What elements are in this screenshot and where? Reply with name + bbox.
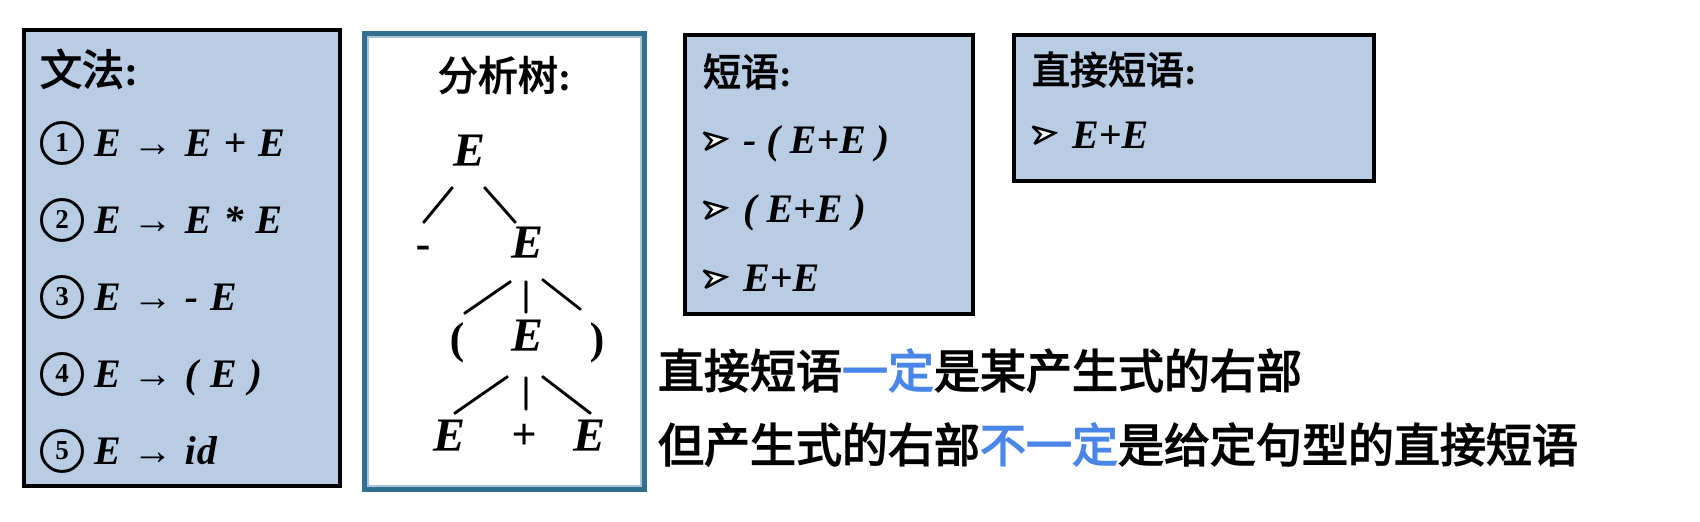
- phrase-item: ( E+E ): [702, 174, 971, 243]
- circled-number-icon: 4: [40, 351, 84, 396]
- tree-edge: [453, 375, 509, 415]
- production-row: 1 E → E + E: [40, 104, 338, 181]
- tree-node: E: [510, 309, 543, 362]
- circled-number-icon: 2: [40, 197, 84, 242]
- note-line1-pre: 直接短语: [658, 347, 842, 398]
- production-row: 3 E → - E: [40, 258, 338, 335]
- tree-edge: [463, 280, 512, 315]
- tree-node: -: [416, 219, 431, 268]
- tree-node: E: [452, 124, 485, 177]
- arrow-bullet-icon: [702, 199, 730, 220]
- production-row: 2 E → E * E: [40, 181, 338, 258]
- tree-node: (: [450, 314, 465, 363]
- direct-phrase-item: E+E: [1031, 103, 1372, 165]
- production-text: E → id: [94, 428, 218, 473]
- direct-phrase-box-title: 直接短语:: [1032, 51, 1197, 93]
- parse-tree-box: 分析树: E - E ( E ) E + E: [362, 31, 647, 492]
- tree-node: ): [590, 314, 605, 363]
- phrase-text: ( E+E ): [743, 186, 866, 231]
- tree-node: E: [510, 216, 543, 269]
- tree-node: E: [572, 409, 605, 462]
- grammar-box: 文法: 1 E → E + E 2 E → E * E 3 E → - E 4 …: [22, 28, 342, 488]
- tree-edge: [422, 186, 454, 224]
- grammar-box-title: 文法:: [40, 49, 138, 95]
- circled-number-icon: 1: [40, 120, 84, 165]
- note-line-1: 直接短语一定是某产生式的右部: [658, 336, 1578, 410]
- note-line1-post: 是某产生式的右部: [934, 347, 1302, 398]
- direct-phrase-text: E+E: [1072, 111, 1149, 157]
- arrow-bullet-icon: [1031, 125, 1059, 145]
- arrow-bullet-icon: [702, 130, 730, 151]
- circled-number-icon: 5: [40, 428, 84, 473]
- production-row: 5 E → id: [40, 412, 338, 489]
- phrase-item: E+E: [702, 243, 971, 312]
- circled-number-icon: 3: [40, 274, 84, 319]
- note-line-2: 但产生式的右部不一定是给定句型的直接短语: [658, 410, 1578, 484]
- phrase-item: - ( E+E ): [702, 105, 971, 174]
- production-text: E → - E: [94, 274, 238, 319]
- parse-tree-diagram: E - E ( E ) E + E: [416, 124, 605, 462]
- production-text: E → E + E: [94, 120, 286, 165]
- tree-edge: [541, 278, 582, 311]
- phrase-text: E+E: [743, 255, 820, 300]
- production-row: 4 E → ( E ): [40, 335, 338, 412]
- production-text: E → E * E: [94, 197, 284, 242]
- phrases-box-title: 短语:: [703, 53, 792, 95]
- tree-node: +: [511, 410, 536, 459]
- phrase-text: - ( E+E ): [743, 117, 890, 162]
- note-line2-pre: 但产生式的右部: [658, 421, 980, 472]
- tree-edge: [541, 375, 592, 415]
- production-text: E → ( E ): [94, 351, 263, 396]
- note-line2-post: 是给定句型的直接短语: [1118, 421, 1578, 472]
- phrases-box: 短语: - ( E+E ) ( E+E ) E+E: [683, 33, 975, 316]
- note-line1-highlight: 一定: [842, 347, 934, 398]
- tree-edge: [483, 186, 517, 224]
- parse-tree-title: 分析树:: [437, 54, 572, 99]
- note-text: 直接短语一定是某产生式的右部 但产生式的右部不一定是给定句型的直接短语: [658, 336, 1578, 484]
- arrow-bullet-icon: [702, 268, 730, 289]
- direct-phrase-box: 直接短语: E+E: [1012, 33, 1376, 183]
- tree-node: E: [432, 409, 465, 462]
- note-line2-highlight: 不一定: [980, 421, 1118, 472]
